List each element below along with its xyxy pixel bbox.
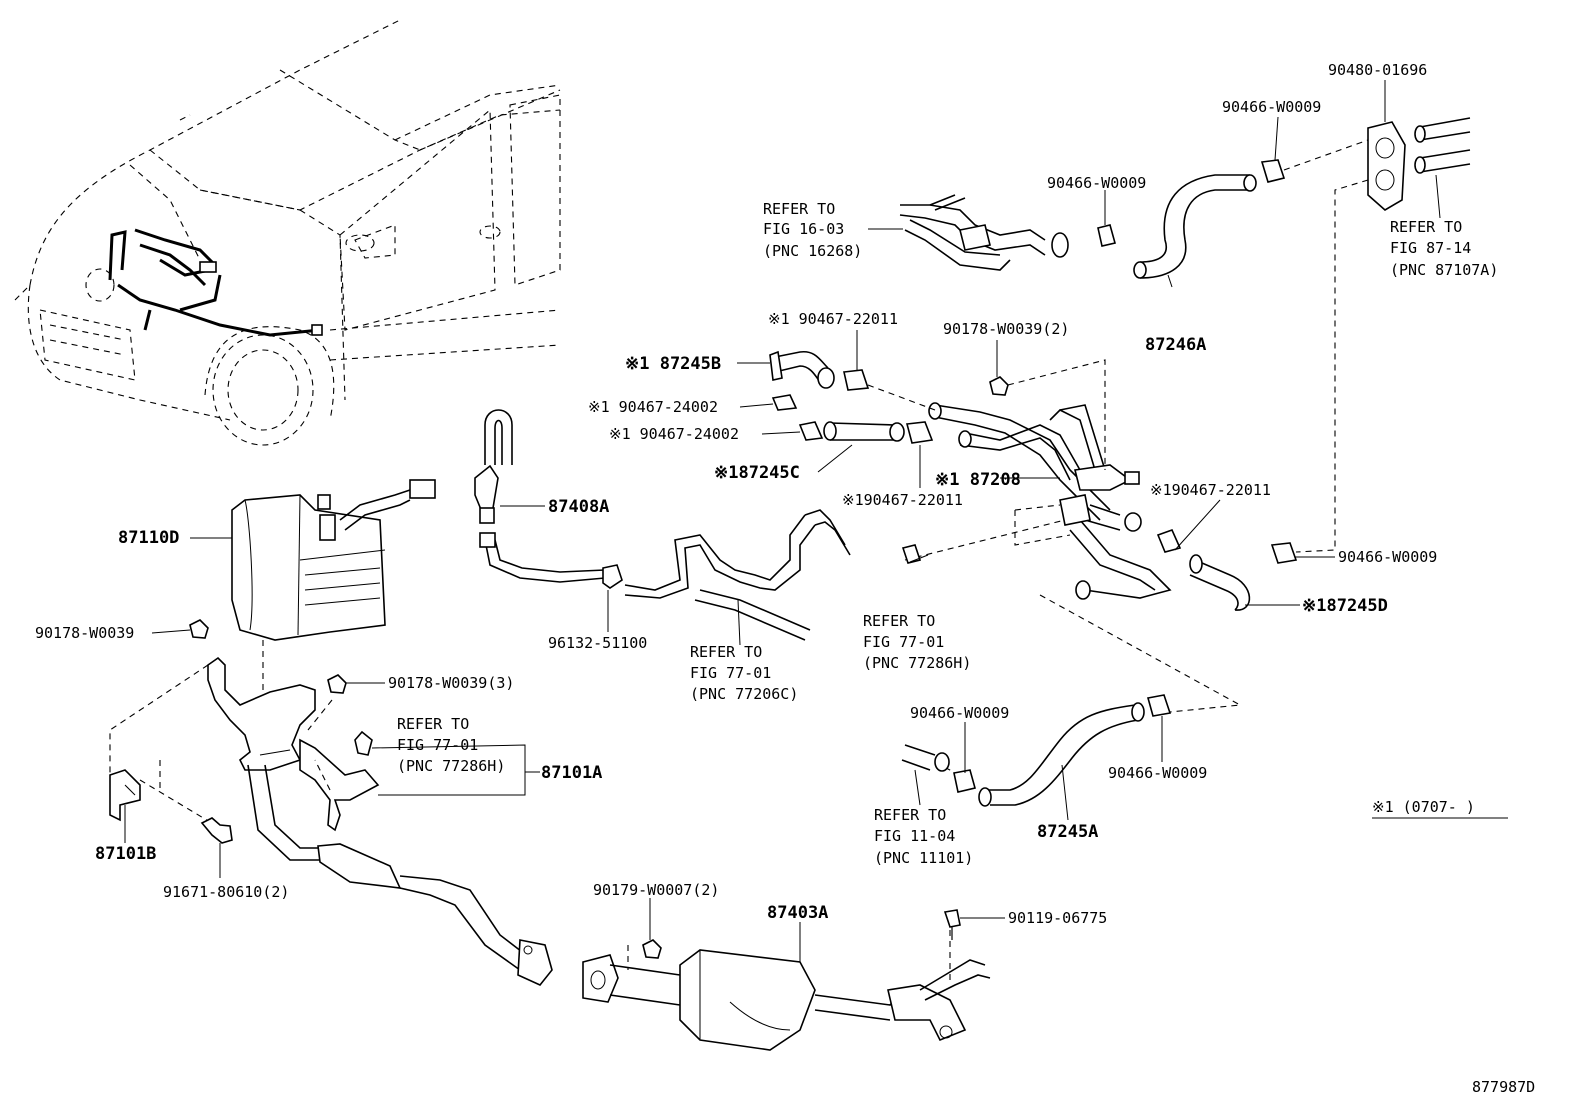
nut-90178-w0039-3[interactable] [327,674,347,694]
valve-87408a[interactable] [474,409,606,583]
refer-77-01-b-line1: REFER TO [863,612,935,630]
label-90467-22011-c[interactable]: ※190467-22011 [1150,481,1271,499]
exhaust-pipe[interactable] [247,764,553,986]
pipe-refer-16268[interactable] [899,194,1069,271]
refer-77-01-a-line3: (PNC 77206C) [690,685,798,703]
clamp-90466-w0009-e[interactable] [1146,694,1172,717]
clamp-90466-w0009-b[interactable] [1097,224,1116,247]
bracket-87101b[interactable] [109,769,141,822]
refer-77-01-c-line1: REFER TO [397,715,469,733]
refer-11-04-line1: REFER TO [874,806,946,824]
nut-90178-w0039-2[interactable] [989,376,1009,396]
label-90178-w0039-2[interactable]: 90178-W0039(2) [943,320,1069,338]
dashed-guides-upper [1283,139,1369,553]
part-labels: 90480-01696 90466-W0009 90466-W0009 8724… [35,61,1535,1096]
label-87403a[interactable]: 87403A [767,903,828,923]
leader-lines [124,80,1508,962]
fuel-pipe-77206c[interactable] [624,509,851,641]
label-90466-w0009-d[interactable]: 90466-W0009 [1338,548,1437,566]
pipe-87208[interactable] [928,402,1172,600]
cap-90467-24002-b[interactable] [798,421,824,441]
refer-16-03-line1: REFER TO [763,200,835,218]
label-87101a[interactable]: 87101A [541,763,602,783]
clamp-90466-w0009-d[interactable] [1270,542,1298,564]
vehicle-outline [14,19,561,446]
label-90467-22011-b[interactable]: ※190467-22011 [842,491,963,509]
label-90178-w0039-3[interactable]: 90178-W0039(3) [388,674,514,692]
figure-id: 877987D [1472,1078,1535,1096]
clamp-90467-22011-a[interactable] [843,369,870,391]
label-90119-06775[interactable]: 90119-06775 [1008,909,1107,927]
refer-77-01-b-line3: (PNC 77286H) [863,654,971,672]
refer-77-01-a-line2[interactable]: FIG 77-01 [690,664,771,682]
label-87245c[interactable]: ※187245C [714,463,800,483]
wire-harness [108,228,323,337]
clamp-90466-w0009-c[interactable] [953,769,976,793]
label-90178-w0039[interactable]: 90178-W0039 [35,624,134,642]
label-91671-80610[interactable]: 91671-80610(2) [163,883,289,901]
refer-77-01-c-line2[interactable]: FIG 77-01 [397,736,478,754]
label-87208[interactable]: ※1 87208 [935,470,1021,490]
nut-90179-w0007[interactable] [642,939,662,959]
refer-77-01-c-line3: (PNC 77286H) [397,757,505,775]
hose-87245c[interactable] [823,421,905,442]
bracket-87101a[interactable] [207,656,380,832]
grommet-90480-01696[interactable] [1367,121,1406,211]
refer-11-04-line2[interactable]: FIG 11-04 [874,827,955,845]
refer-11-04-line3: (PNC 11101) [874,849,973,867]
label-90466-w0009-c[interactable]: 90466-W0009 [910,704,1009,722]
label-87245d[interactable]: ※187245D [1302,596,1388,616]
hose-clip-96132-51100[interactable] [602,564,623,589]
dashed-guides-left [109,664,333,826]
clamp-90467-22011-c[interactable] [1156,528,1182,553]
label-90466-w0009-b[interactable]: 90466-W0009 [1047,174,1146,192]
pipes-refer-87107a[interactable] [1414,117,1471,174]
cap-90467-24002-a[interactable] [771,394,798,411]
label-90179-w0007[interactable]: 90179-W0007(2) [593,881,719,899]
refer-87-14-line1: REFER TO [1390,218,1462,236]
label-90467-24002-b[interactable]: ※1 90467-24002 [609,425,739,443]
refer-16-03-line3: (PNC 16268) [763,242,862,260]
bolt-90119-06775[interactable] [943,909,961,940]
pipe-refer-11101[interactable] [901,744,950,772]
label-87246a[interactable]: 87246A [1145,335,1206,355]
label-87110d[interactable]: 87110D [118,528,179,548]
label-96132-51100[interactable]: 96132-51100 [548,634,647,652]
refer-87-14-line3: (PNC 87107A) [1390,261,1498,279]
label-87245b[interactable]: ※1 87245B [625,354,721,374]
refer-87-14-line2[interactable]: FIG 87-14 [1390,239,1471,257]
clamp-90467-22011-b[interactable] [905,421,934,444]
label-90466-w0009-a[interactable]: 90466-W0009 [1222,98,1321,116]
label-87245a[interactable]: 87245A [1037,822,1098,842]
hose-87245d[interactable] [1189,554,1251,611]
applicability-note: ※1 (0707- ) [1372,798,1475,816]
nut-90178-w0039[interactable] [189,619,209,639]
label-90467-22011-a[interactable]: ※1 90467-22011 [768,310,898,328]
muffler-87403a[interactable] [582,930,991,1051]
label-87408a[interactable]: 87408A [548,497,609,517]
hose-87245b[interactable] [769,350,835,389]
clamp-90466-w0009-a[interactable] [1260,159,1286,183]
refer-16-03-line2[interactable]: FIG 16-03 [763,220,844,238]
clamp-refer-77286h[interactable] [901,544,922,564]
refer-77-01-a-line1: REFER TO [690,643,762,661]
hose-87246a[interactable] [1133,174,1257,279]
label-90466-w0009-e[interactable]: 90466-W0009 [1108,764,1207,782]
bolt-91671-80610[interactable] [200,817,233,844]
label-87101b[interactable]: 87101B [95,844,156,864]
hose-87245a[interactable] [978,702,1145,807]
refer-77-01-b-line2[interactable]: FIG 77-01 [863,633,944,651]
label-90480-01696[interactable]: 90480-01696 [1328,61,1427,79]
label-90467-24002-a[interactable]: ※1 90467-24002 [588,398,718,416]
